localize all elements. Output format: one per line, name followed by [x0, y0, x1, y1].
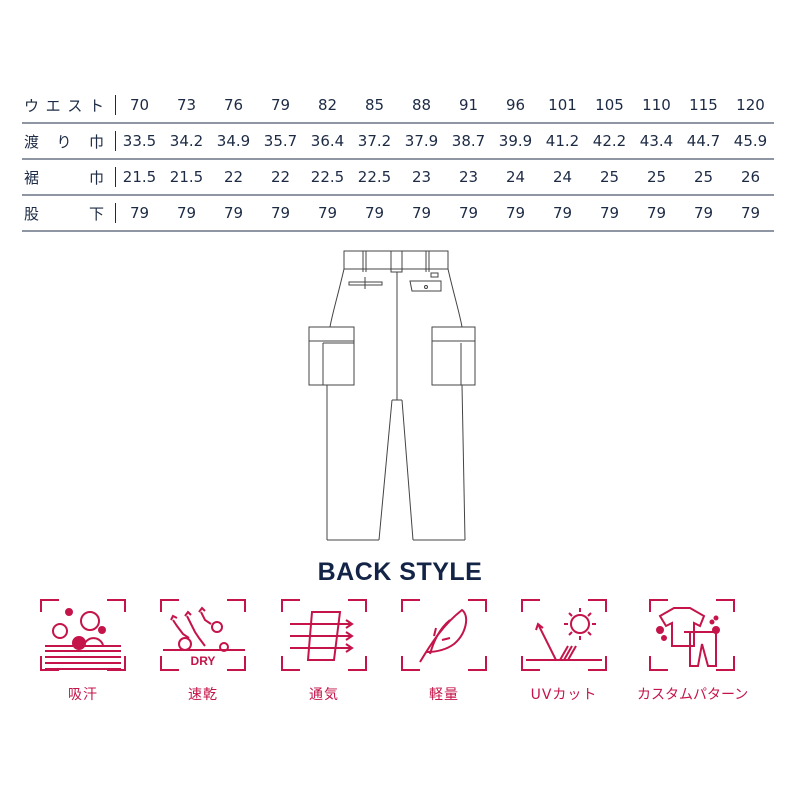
cell: 22 — [223, 168, 244, 186]
cell: 39.9 — [498, 132, 533, 150]
cell: 35.7 — [263, 132, 298, 150]
feature-uv-cut: UVカット — [514, 594, 614, 704]
feature-label: UVカット — [530, 687, 598, 703]
table-row-waist: ウ エ ス ト 70 73 76 79 82 85 88 91 96 101 1… — [22, 88, 774, 123]
cell: 79 — [646, 204, 667, 222]
row-label-hem-width: 裾 巾 — [22, 159, 116, 195]
cell: 23 — [411, 168, 432, 186]
cell: 88 — [411, 96, 432, 114]
cell: 24 — [505, 168, 526, 186]
label-char: り — [56, 132, 72, 151]
cell: 76 — [223, 96, 244, 114]
cell: 85 — [364, 96, 385, 114]
label-char: ト — [88, 96, 104, 115]
cell: 79 — [223, 204, 244, 222]
pants-back-drawing-icon — [308, 250, 476, 541]
cell: 70 — [129, 96, 150, 114]
cell: 120 — [736, 96, 765, 114]
cell: 110 — [642, 96, 671, 114]
cell: 37.2 — [357, 132, 392, 150]
table-row-inseam: 股 下 79 79 79 79 79 79 79 79 79 79 79 79 … — [22, 195, 774, 231]
cell: 91 — [458, 96, 479, 114]
cell: 38.7 — [451, 132, 486, 150]
cell: 43.4 — [639, 132, 674, 150]
label-char: 下 — [88, 204, 104, 223]
label-char: エ — [45, 96, 61, 115]
cell: 101 — [548, 96, 577, 114]
cell: 26 — [740, 168, 761, 186]
cell: 115 — [689, 96, 718, 114]
feather-lightweight-icon — [401, 599, 487, 671]
quick-dry-icon: DRY — [160, 599, 246, 671]
cell: 79 — [693, 204, 714, 222]
cell: 79 — [411, 204, 432, 222]
cell: 82 — [317, 96, 338, 114]
feature-label: 通気 — [309, 687, 339, 703]
cell: 33.5 — [122, 132, 157, 150]
uv-cut-icon — [521, 599, 607, 671]
cell: 21.5 — [122, 168, 157, 186]
row-label-waist: ウ エ ス ト — [22, 88, 116, 123]
cell: 45.9 — [733, 132, 768, 150]
ventilation-icon — [281, 599, 367, 671]
cell: 25 — [693, 168, 714, 186]
cell: 79 — [552, 204, 573, 222]
feature-quick-dry: DRY 速乾 — [153, 594, 253, 704]
feature-lightweight: 軽量 — [394, 594, 494, 704]
cell: 79 — [129, 204, 150, 222]
feature-label: カスタムパターン — [637, 687, 749, 703]
svg-text:DRY: DRY — [191, 654, 216, 668]
cell: 22.5 — [310, 168, 345, 186]
cell: 42.2 — [592, 132, 627, 150]
size-table: ウ エ ス ト 70 73 76 79 82 85 88 91 96 101 1… — [22, 88, 774, 232]
cell: 22.5 — [357, 168, 392, 186]
label-char: ス — [67, 96, 83, 115]
cell: 105 — [595, 96, 624, 114]
cell: 21.5 — [169, 168, 204, 186]
cell: 79 — [364, 204, 385, 222]
row-label-inseam: 股 下 — [22, 195, 116, 231]
feature-sweat-absorb: 吸汗 — [33, 594, 133, 704]
cell: 22 — [270, 168, 291, 186]
cell: 25 — [646, 168, 667, 186]
cell: 79 — [317, 204, 338, 222]
cell: 79 — [599, 204, 620, 222]
cell: 34.9 — [216, 132, 251, 150]
sweat-absorb-icon — [40, 599, 126, 671]
cell: 79 — [176, 204, 197, 222]
row-label-thigh-width: 渡 り 巾 — [22, 123, 116, 159]
cell: 37.9 — [404, 132, 439, 150]
feature-ventilation: 通気 — [274, 594, 374, 704]
table-row-thigh-width: 渡 り 巾 33.5 34.2 34.9 35.7 36.4 37.2 37.9… — [22, 123, 774, 159]
feature-label: 吸汗 — [68, 687, 98, 703]
cell: 24 — [552, 168, 573, 186]
cell: 79 — [458, 204, 479, 222]
cell: 36.4 — [310, 132, 345, 150]
back-style-caption: BACK STYLE — [317, 558, 483, 586]
cell: 96 — [505, 96, 526, 114]
cell: 79 — [505, 204, 526, 222]
cell: 79 — [740, 204, 761, 222]
custom-pattern-icon — [649, 599, 735, 671]
cell: 79 — [270, 96, 291, 114]
feature-label: 軽量 — [429, 687, 459, 703]
cell: 41.2 — [545, 132, 580, 150]
label-char: ウ — [24, 96, 40, 115]
label-char: 裾 — [24, 168, 40, 187]
cell: 23 — [458, 168, 479, 186]
label-char: 股 — [24, 204, 40, 223]
feature-label: 速乾 — [188, 687, 218, 703]
label-char: 渡 — [24, 132, 40, 151]
cell: 25 — [599, 168, 620, 186]
label-char: 巾 — [88, 132, 104, 151]
cell: 34.2 — [169, 132, 204, 150]
table-row-hem-width: 裾 巾 21.5 21.5 22 22 22.5 22.5 23 23 24 2… — [22, 159, 774, 195]
cell: 79 — [270, 204, 291, 222]
label-char: 巾 — [88, 168, 104, 187]
cell: 44.7 — [686, 132, 721, 150]
feature-custom-pattern: カスタムパターン — [637, 594, 749, 704]
cell: 73 — [176, 96, 197, 114]
